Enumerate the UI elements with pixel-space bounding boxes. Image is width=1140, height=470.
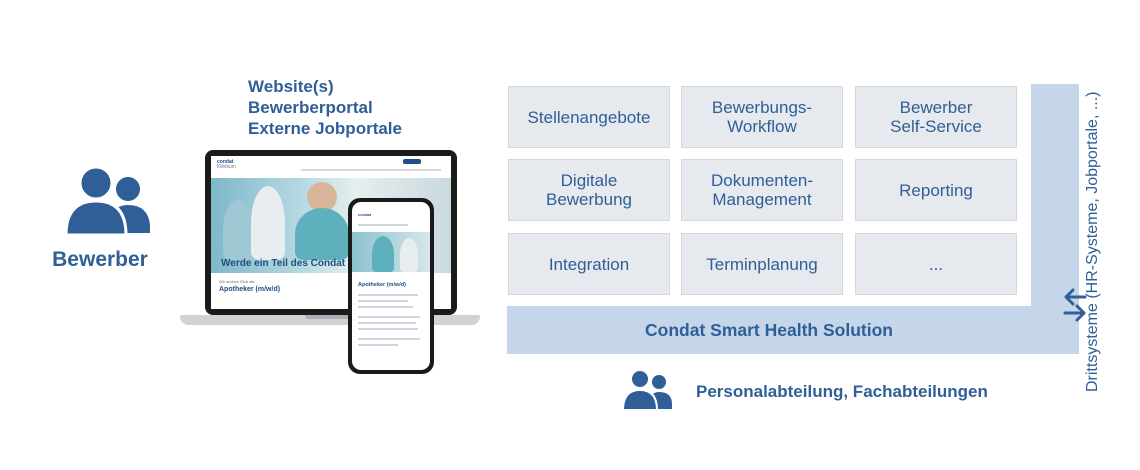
third-party-label: Drittsysteme (HR-Systeme, Jobportale, ..… [1084, 91, 1101, 392]
phone-mockup: condat Apotheker (m/w/d) [348, 198, 434, 374]
applicant-users-icon [64, 165, 150, 237]
phone-logo: condat [358, 212, 372, 217]
module-dokumenten-management: Dokumenten-Management [681, 159, 843, 221]
module-more: ... [855, 233, 1017, 295]
website-header: condat Klinikum [211, 156, 451, 179]
module-integration: Integration [508, 233, 670, 295]
website-logo: condat Klinikum [217, 159, 236, 170]
phone-hero-image [352, 232, 430, 272]
module-bewerbungs-workflow: Bewerbungs-Workflow [681, 86, 843, 148]
hr-users-icon [622, 370, 672, 410]
hr-label: Personalabteilung, Fachabteilungen [696, 382, 988, 401]
channel-external-job-portals: Externe Jobportale [248, 119, 402, 138]
phone-job-title: Apotheker (m/w/d) [358, 282, 406, 288]
channel-list: Website(s) Bewerberportal Externe Jobpor… [248, 76, 402, 139]
module-stellenangebote: Stellenangebote [508, 86, 670, 148]
channel-websites: Website(s) [248, 77, 334, 96]
laptop-base [180, 315, 480, 325]
module-terminplanung: Terminplanung [681, 233, 843, 295]
exchange-arrows-icon [1063, 288, 1087, 322]
applicant-label: Bewerber [52, 248, 148, 271]
solution-label: Condat Smart Health Solution [645, 320, 893, 340]
solution-bar [507, 306, 1079, 354]
laptop-mockup: condat Klinikum Werde ein Teil des Conda… [180, 150, 480, 335]
module-reporting: Reporting [855, 159, 1017, 221]
channel-applicant-portal: Bewerberportal [248, 98, 373, 117]
website-hero-caption: Werde ein Teil des Condat [221, 258, 346, 269]
